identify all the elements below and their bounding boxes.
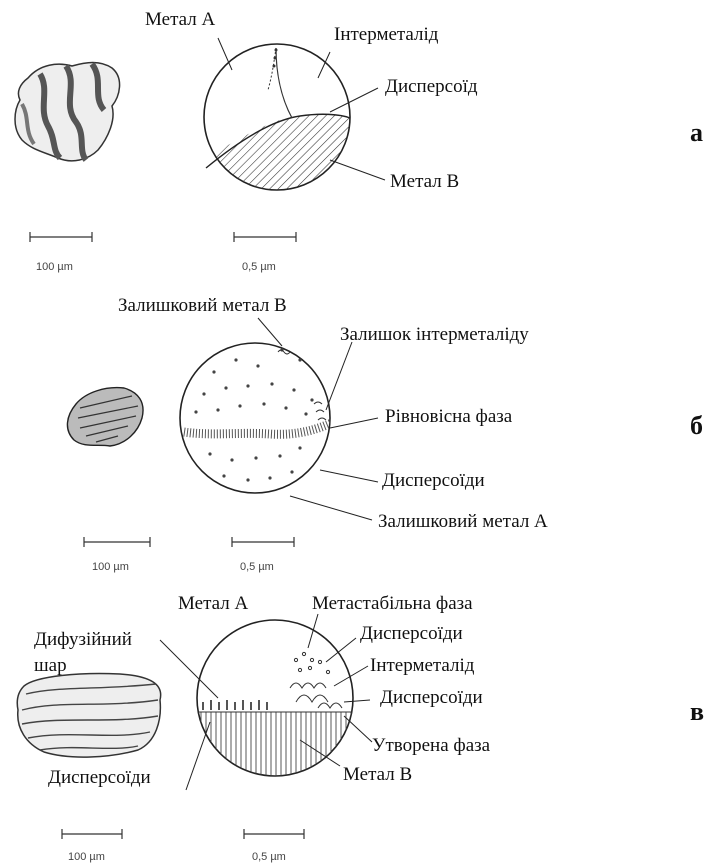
panel-a-powder-particle — [15, 63, 120, 161]
scale-label-right: 0,5 µm — [252, 852, 286, 863]
label-metal-b: Метал В — [390, 172, 459, 191]
label-diffusion-layer-line2: шар — [34, 656, 67, 675]
label-residual-metal-b: Залишковий метал В — [118, 296, 287, 315]
panel-b-scale-bars — [84, 537, 294, 547]
scale-label-left: 100 µm — [36, 262, 73, 273]
label-intermetallic: Інтерметалід — [334, 25, 438, 44]
panel-c-micro-circle — [196, 620, 356, 782]
label-residual-metal-a: Залишковий метал А — [378, 512, 548, 531]
label-diffusion-layer-line1: Дифузійний — [34, 630, 132, 649]
panel-c-scale-bars — [62, 829, 304, 839]
label-intermetallic: Інтерметалід — [370, 656, 474, 675]
label-residual-intermetallic: Залишок інтерметаліду — [340, 325, 529, 344]
label-dispersoids-top: Дисперсоїди — [360, 624, 463, 643]
label-dispersoids: Дисперсоїди — [382, 471, 485, 490]
panel-a-micro-circle — [200, 44, 360, 200]
scale-label-left: 100 µm — [92, 562, 129, 573]
label-metastable-phase: Метастабільна фаза — [312, 594, 473, 613]
label-equilibrium-phase: Рівновісна фаза — [385, 407, 512, 426]
scale-label-right: 0,5 µm — [242, 262, 276, 273]
panel-c-powder-particle — [17, 674, 160, 758]
panel-letter-b: б — [690, 413, 703, 439]
panel-letter-a: а — [690, 120, 703, 146]
label-dispersoids-bottom: Дисперсоїди — [48, 768, 151, 787]
panel-letter-c: в — [690, 699, 704, 725]
label-metal-b: Метал В — [343, 765, 412, 784]
label-dispersoids-right: Дисперсоїди — [380, 688, 483, 707]
scale-label-left: 100 µm — [68, 852, 105, 863]
panel-b-powder-particle — [67, 388, 143, 446]
scale-label-right: 0,5 µm — [240, 562, 274, 573]
label-metal-a: Метал А — [178, 594, 248, 613]
label-formed-phase: Утворена фаза — [372, 736, 490, 755]
label-metal-a: Метал А — [145, 10, 215, 29]
label-dispersoid: Дисперсоїд — [385, 77, 478, 96]
panel-a-scale-bars — [30, 232, 296, 242]
panel-b-micro-circle — [180, 342, 334, 493]
